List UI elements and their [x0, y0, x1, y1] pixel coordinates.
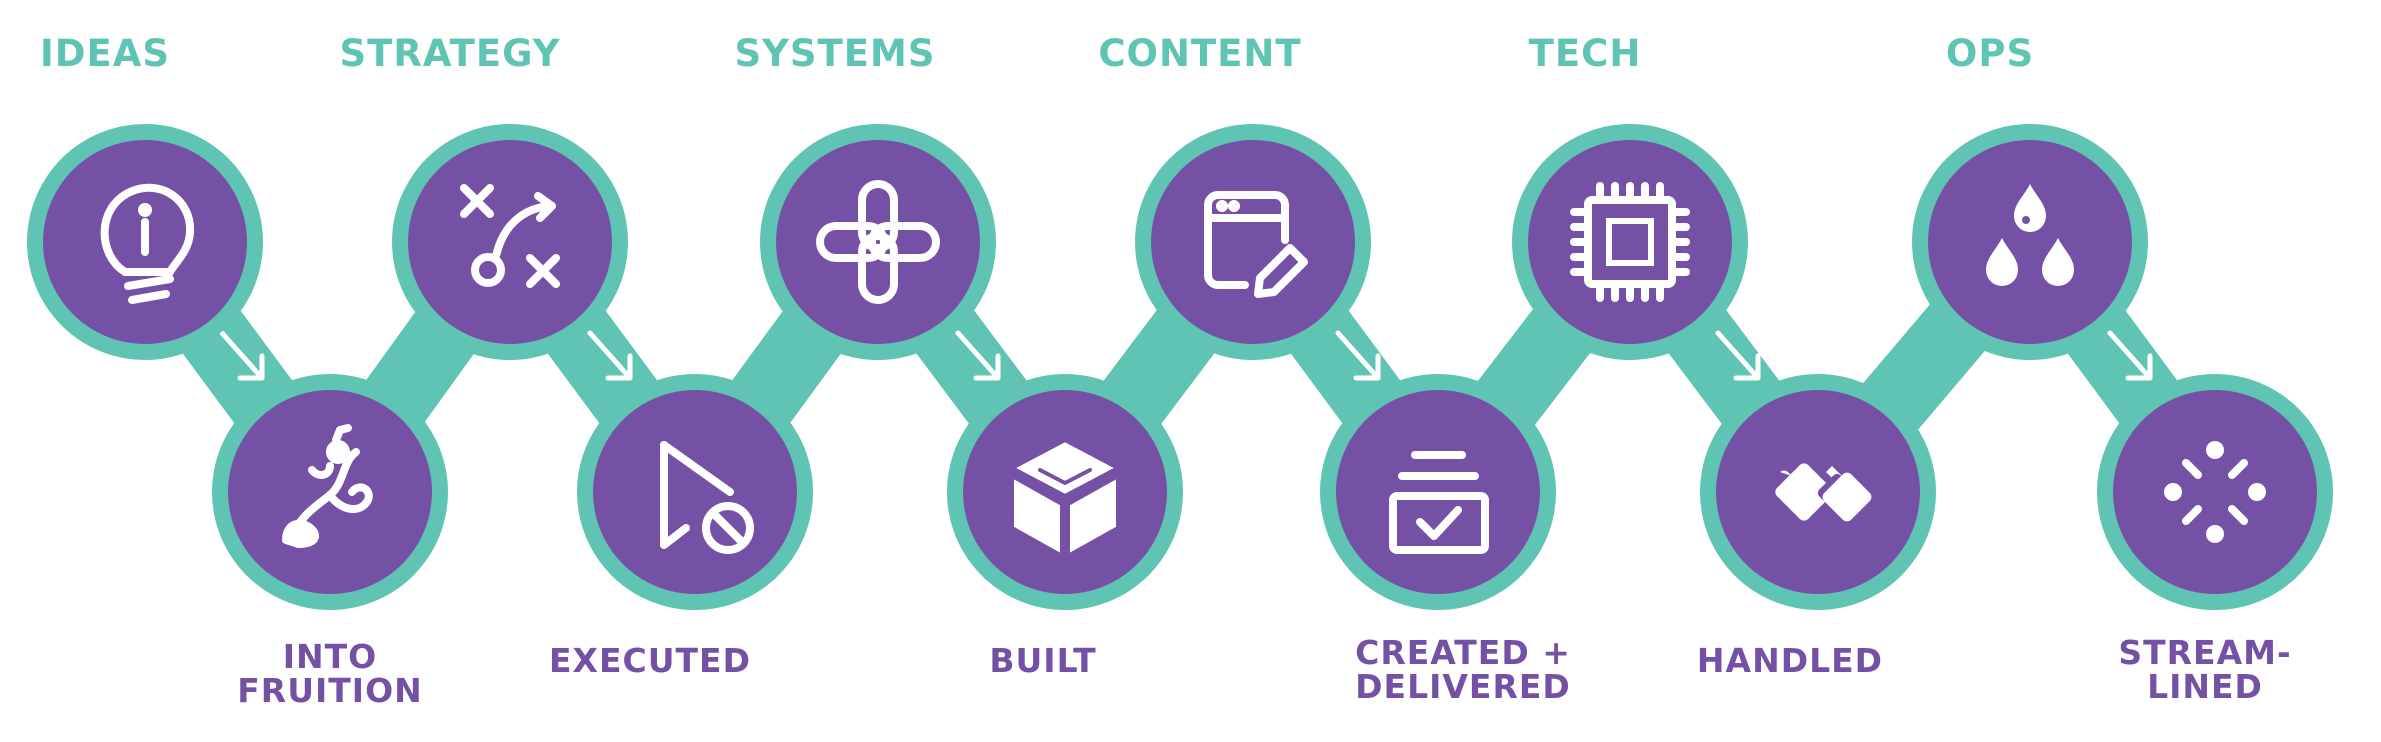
systems-knot-icon: [816, 180, 940, 304]
bottom-nodes: [212, 374, 2333, 610]
label-streamlined-line-1: STREAM-: [2118, 633, 2292, 672]
label-strategy: STRATEGY: [339, 32, 561, 75]
label-built-line-1: BUILT: [989, 641, 1097, 680]
label-created-delivered-line-2: DELIVERED: [1355, 667, 1571, 706]
node-strategy: [392, 124, 628, 360]
label-tech: TECH: [1528, 32, 1642, 75]
content-edit-icon: [1204, 191, 1308, 298]
droplets-icon: [1986, 184, 2074, 286]
arrow-down-right-icon: [2107, 330, 2153, 381]
label-systems: SYSTEMS: [734, 32, 936, 75]
sprouting-plant-icon: [282, 424, 373, 548]
label-streamlined-line-2: LINED: [2147, 667, 2263, 706]
label-into-fruition: INTO FRUITION: [170, 640, 490, 708]
label-handled: HANDLED: [1630, 644, 1950, 678]
chip-icon: [1570, 182, 1690, 302]
label-content: CONTENT: [1098, 32, 1302, 75]
arrow-down-right-icon: [1335, 330, 1381, 381]
label-executed-line-1: EXECUTED: [549, 641, 751, 680]
label-streamlined: STREAM- LINED: [2045, 636, 2365, 704]
node-streamlined: [2097, 374, 2333, 610]
label-ideas: IDEAS: [40, 32, 171, 75]
label-built: BUILT: [883, 644, 1203, 678]
label-into-fruition-line-2: FRUITION: [237, 671, 423, 710]
arrow-down-right-icon: [1715, 330, 1761, 381]
node-executed: [577, 374, 813, 610]
arrow-down-right-icon: [955, 330, 1001, 381]
diamonds-icon: [1775, 463, 1872, 522]
label-ops: OPS: [1945, 32, 2035, 75]
inbox-check-icon: [1389, 451, 1489, 554]
cube-icon: [1010, 438, 1120, 558]
node-ops: [1912, 124, 2148, 360]
label-handled-line-1: HANDLED: [1696, 641, 1884, 680]
arrow-down-right-icon: [219, 330, 265, 381]
label-created-delivered-line-1: CREATED +: [1355, 633, 1571, 672]
arrow-icons: [219, 330, 2153, 381]
lightbulb-icon: [100, 183, 195, 304]
arrow-down-right-icon: [587, 330, 633, 381]
node-systems: [760, 124, 996, 360]
cursor-blocked-icon: [660, 441, 754, 554]
node-content: [1135, 124, 1371, 360]
loader-icon: [2164, 441, 2266, 543]
top-nodes: [27, 124, 2148, 360]
strategy-play-icon: [460, 184, 560, 288]
label-into-fruition-line-1: INTO: [282, 637, 378, 676]
label-created-delivered: CREATED + DELIVERED: [1303, 636, 1623, 704]
label-executed: EXECUTED: [490, 644, 810, 678]
